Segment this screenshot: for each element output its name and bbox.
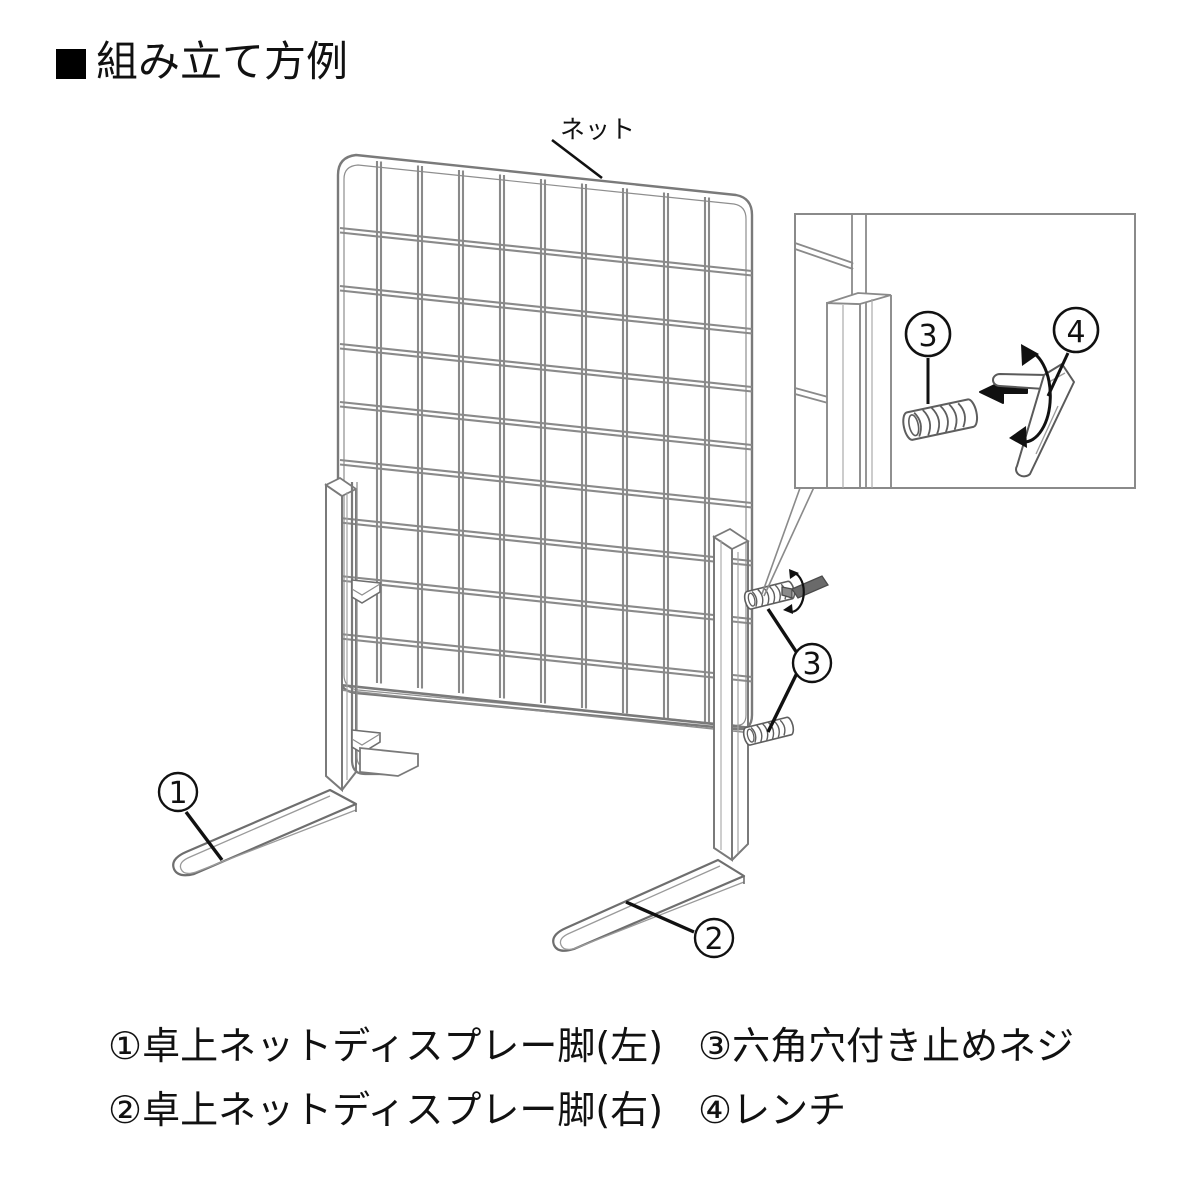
parts-legend: ①卓上ネットディスプレー脚(左) ③六角穴付き止めネジ ②卓上ネットディスプレー… (108, 1014, 1168, 1142)
right-post-assembly (552, 527, 750, 952)
main-set-screws: 3 (741, 569, 833, 747)
black-square-icon (56, 49, 86, 79)
legend-item-3: ③六角穴付き止めネジ (698, 1024, 1075, 1068)
page-title: 組み立て方例 (56, 36, 348, 88)
legend-row: ②卓上ネットディスプレー脚(右) ④レンチ (108, 1078, 1168, 1142)
legend-row: ①卓上ネットディスプレー脚(左) ③六角穴付き止めネジ (108, 1014, 1168, 1078)
callout-3-number: 3 (802, 647, 821, 682)
inset-callout-3-number: 3 (918, 319, 937, 354)
callout-left-foot: 1 (157, 771, 224, 862)
legend-item-2: ②卓上ネットディスプレー脚(右) (108, 1088, 664, 1132)
inset-callout-4: 4 (1046, 306, 1100, 397)
net-callout: ネット (551, 115, 635, 180)
net-vertical-wires (375, 161, 711, 724)
inset-set-screw (902, 398, 979, 441)
callout-right-foot: 2 (625, 900, 735, 959)
legend-item-4: ④レンチ (698, 1088, 847, 1132)
legend-item-1: ①卓上ネットディスプレー脚(左) (108, 1024, 664, 1068)
inset-detail-box: 3 (794, 213, 1136, 489)
net-panel (336, 153, 754, 734)
inset-callout-3: 3 (904, 310, 952, 404)
page-title-text: 組み立て方例 (96, 37, 349, 86)
inset-callout-4-number: 4 (1066, 315, 1085, 350)
rotation-arrow-icon (1009, 344, 1052, 448)
assembly-diagram: ネット 1 (0, 100, 1200, 980)
net-label: ネット (560, 115, 635, 144)
net-horizontal-wires (339, 226, 753, 683)
inset-post (794, 214, 892, 489)
callout-1-number: 1 (168, 776, 187, 811)
wrench-small (781, 569, 829, 614)
callout-2-number: 2 (704, 922, 723, 957)
